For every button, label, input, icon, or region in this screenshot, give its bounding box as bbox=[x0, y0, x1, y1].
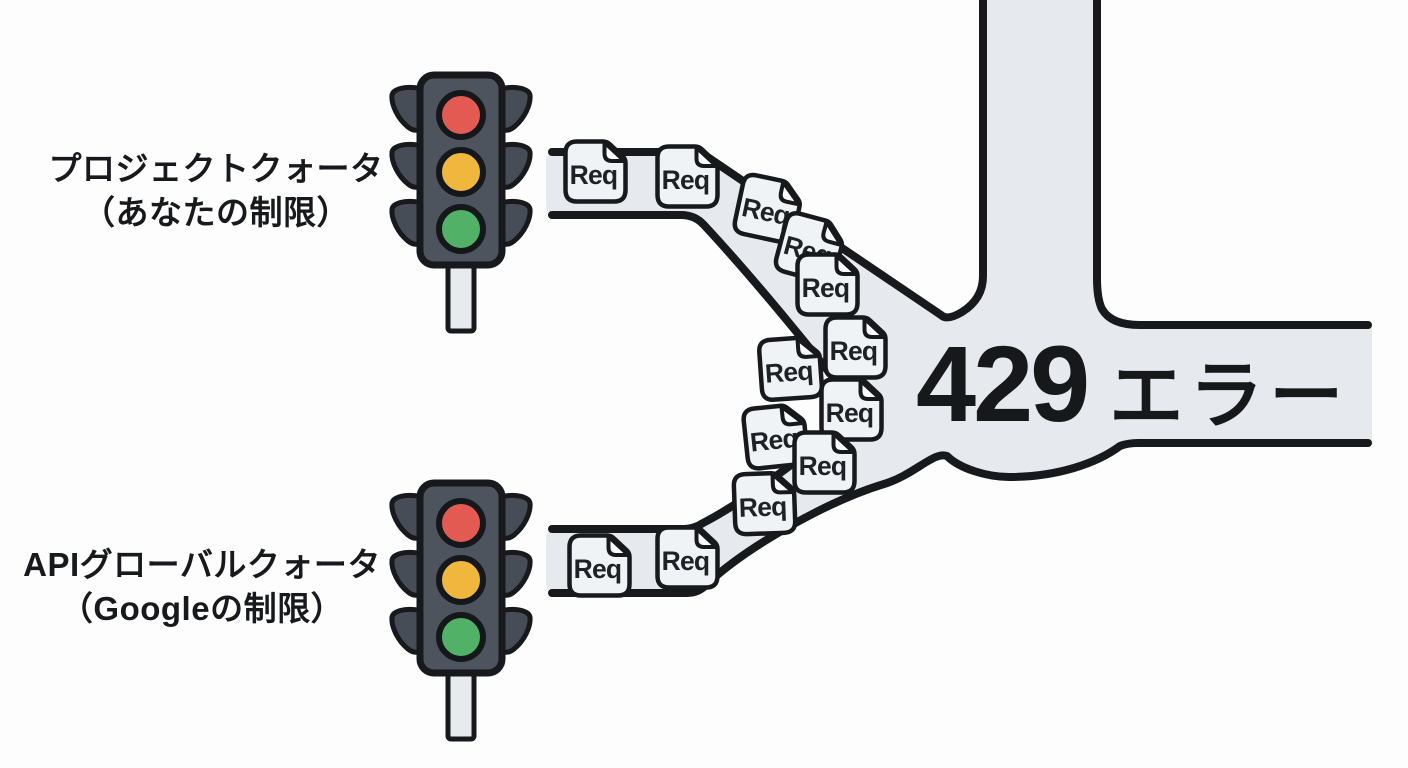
page-fold-icon bbox=[778, 180, 801, 207]
error-code: 429 bbox=[916, 323, 1090, 444]
global-quota-line1: APIグローバルクォータ bbox=[23, 546, 381, 583]
page-fold-icon bbox=[770, 472, 796, 495]
project-quota-line2: （あなたの制限） bbox=[82, 194, 350, 231]
page-fold-icon bbox=[602, 140, 627, 163]
traffic-light-project-quota bbox=[392, 75, 530, 331]
request-doc-1: Req bbox=[563, 139, 628, 204]
request-doc-12: Req bbox=[567, 533, 632, 598]
traffic-light-global-quota bbox=[392, 483, 530, 739]
road-edge-right bbox=[1093, 0, 1372, 329]
request-doc-label: Req bbox=[662, 546, 710, 576]
request-doc-11: Req bbox=[731, 470, 798, 537]
error-429-label: 429 エラー bbox=[916, 330, 1349, 443]
request-doc-label: Req bbox=[662, 165, 710, 195]
global-quota-line2: （Googleの制限） bbox=[59, 590, 345, 627]
page-fold-icon bbox=[831, 431, 856, 454]
request-doc-5: Req bbox=[795, 252, 860, 317]
page-fold-icon bbox=[606, 534, 631, 557]
request-doc-8: Req bbox=[819, 377, 884, 442]
project-quota-label: プロジェクトクォータ （あなたの制限） bbox=[36, 147, 396, 235]
request-doc-label: Req bbox=[799, 451, 847, 481]
page-fold-icon bbox=[694, 145, 719, 168]
page-fold-icon bbox=[795, 336, 821, 359]
request-doc-label: Req bbox=[830, 336, 878, 366]
page-fold-icon bbox=[779, 404, 806, 427]
request-doc-9: Req bbox=[741, 403, 810, 471]
request-doc-label: Req bbox=[764, 355, 814, 388]
request-doc-10: Req bbox=[792, 430, 857, 495]
request-doc-label: Req bbox=[570, 160, 618, 190]
road-surface bbox=[546, 0, 1372, 593]
request-doc-2: Req bbox=[655, 144, 720, 209]
page-fold-icon bbox=[834, 253, 859, 276]
request-doc-label: Req bbox=[826, 398, 874, 428]
project-quota-line1: プロジェクトクォータ bbox=[48, 150, 384, 187]
request-doc-label: Req bbox=[749, 423, 800, 458]
request-doc-label: Req bbox=[574, 554, 622, 584]
page-fold-icon bbox=[694, 526, 719, 549]
error-word: エラー bbox=[1109, 354, 1350, 437]
page-fold-icon bbox=[862, 316, 887, 339]
request-doc-13: Req bbox=[655, 525, 720, 590]
global-quota-label: APIグローバルクォータ （Googleの制限） bbox=[22, 543, 382, 631]
page-fold-icon bbox=[858, 378, 883, 401]
page-fold-icon bbox=[821, 219, 844, 247]
request-doc-label: Req bbox=[738, 491, 787, 523]
request-doc-7: Req bbox=[757, 335, 825, 402]
request-doc-6: Req bbox=[823, 315, 888, 380]
request-doc-label: Req bbox=[802, 273, 850, 303]
